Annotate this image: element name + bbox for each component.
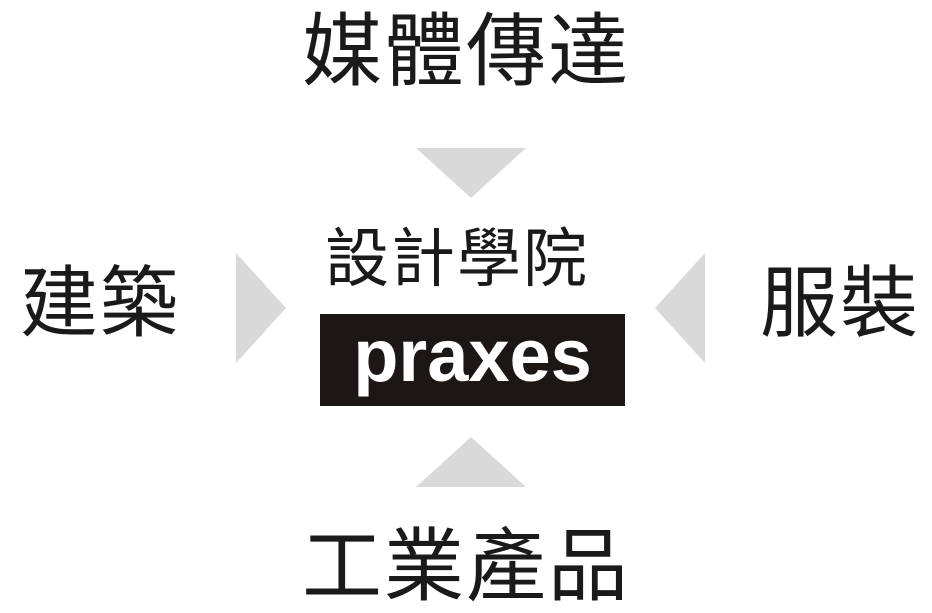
industrial-product-label: 工業產品 bbox=[302, 520, 630, 613]
down-arrow-icon bbox=[416, 148, 526, 198]
architecture-label: 建築 bbox=[20, 259, 181, 349]
media-communication-label: 媒體傳達 bbox=[302, 5, 630, 98]
praxes-logo: praxes bbox=[320, 314, 625, 406]
left-arrow-icon bbox=[655, 253, 705, 363]
praxes-logo-text: praxes bbox=[353, 314, 592, 397]
up-arrow-icon bbox=[416, 437, 526, 487]
design-school-title: 設計學院 bbox=[325, 223, 589, 297]
fashion-label: 服裝 bbox=[760, 259, 921, 349]
right-arrow-icon bbox=[236, 253, 286, 363]
